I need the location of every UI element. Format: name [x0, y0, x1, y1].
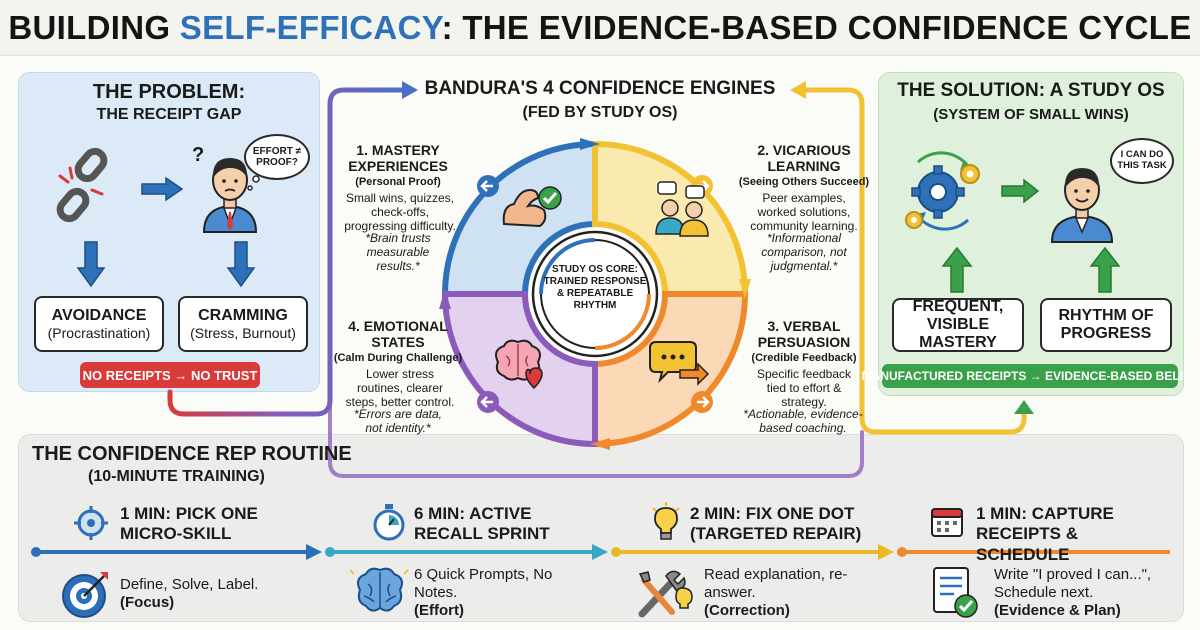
step-4-desc-text: Write "I proved I can...", Schedule next… — [994, 566, 1152, 601]
arrow-right-icon — [141, 176, 184, 202]
step-3-title: 2 MIN: FIX ONE DOT (TARGETED REPAIR) — [690, 504, 862, 544]
mastery-note: *Brain trusts measurable results.* — [365, 231, 431, 273]
confused-student-icon — [202, 158, 258, 233]
mastery-sub: (Personal Proof) — [355, 176, 441, 188]
frequent-mastery-label: FREQUENT, VISIBLE MASTERY — [912, 298, 1004, 351]
step-3-tag: (Correction) — [704, 602, 790, 619]
engines-title: BANDURA'S 4 CONFIDENCE ENGINES — [424, 78, 776, 99]
problem-title: THE PROBLEM: — [92, 81, 246, 103]
cramming-box: CRAMMING (Stress, Burnout) — [178, 296, 308, 352]
core-circle — [531, 230, 659, 358]
loop-bottom-path — [328, 402, 864, 478]
step-4-desc: Write "I proved I can...", Schedule next… — [994, 566, 1174, 620]
avoidance-box: AVOIDANCE (Procrastination) — [34, 296, 164, 352]
thought-bubble-problem: EFFORT ≠ PROOF? — [244, 134, 310, 180]
vicarious-note: *Informational comparison, not judgmenta… — [761, 231, 847, 273]
step-2-tag: (Effort) — [414, 602, 464, 619]
avoidance-detail: (Procrastination) — [47, 325, 151, 341]
stopwatch-icon — [373, 504, 405, 541]
arrow-up-rhythm-icon — [1089, 246, 1121, 293]
solution-subtitle: (SYSTEM OF SMALL WINS) — [933, 106, 1129, 123]
crosshair-icon — [74, 506, 108, 540]
frequent-mastery-box: FREQUENT, VISIBLE MASTERY — [892, 298, 1024, 352]
mastery-desc: Small wins, quizzes, check-offs, progres… — [344, 191, 456, 233]
confident-student-icon — [1050, 168, 1114, 243]
brain-heart-icon — [495, 339, 543, 390]
verbal-title: 3. VERBAL PERSUASION — [757, 318, 851, 351]
step-1-title: 1 MIN: PICK ONE MICRO-SKILL — [120, 504, 258, 544]
checklist-icon — [933, 567, 978, 618]
step-2-desc: 6 Quick Prompts, No Notes.(Effort) — [414, 566, 594, 620]
tools-bulb-icon — [638, 570, 693, 618]
step-3-desc: Read explanation, re-answer.(Correction) — [704, 566, 884, 620]
emotional-title: 4. EMOTIONAL STATES — [348, 318, 448, 351]
routine-title: THE CONFIDENCE REP ROUTINE — [32, 443, 352, 465]
mastery-title: 1. MASTERY EXPERIENCES — [348, 142, 448, 175]
step-2-title: 6 MIN: ACTIVE RECALL SPRINT — [414, 504, 550, 544]
header-bar: BUILDING SELF-EFFICACY: THE EVIDENCE-BAS… — [0, 0, 1200, 56]
no-receipts-badge: NO RECEIPTS → NO TRUST — [80, 362, 260, 388]
step-1-tag: (Focus) — [120, 594, 175, 611]
avoidance-label: AVOIDANCE — [51, 307, 147, 324]
step-1-desc-text: Define, Solve, Label. — [120, 576, 259, 593]
rhythm-progress-box: RHYTHM OF PROGRESS — [1040, 298, 1172, 352]
arrow-down-avoidance-icon — [76, 241, 106, 288]
cramming-label: CRAMMING — [198, 307, 288, 324]
verbal-note: *Actionable, evidence-based coaching. — [743, 407, 863, 435]
broken-chain-icon — [56, 147, 108, 223]
cramming-detail: (Stress, Burnout) — [190, 325, 296, 341]
rhythm-progress-label: RHYTHM OF PROGRESS — [1058, 307, 1154, 342]
loop-lower-path — [167, 87, 411, 417]
loop-green-arrowhead — [1014, 400, 1034, 414]
title-prefix: BUILDING — [8, 8, 180, 46]
speech-bubbles-icon — [649, 341, 710, 386]
step-3-desc-text: Read explanation, re-answer. — [704, 566, 848, 601]
arrow-down-cramming-icon — [226, 241, 256, 288]
title-suffix: : THE EVIDENCE-BASED CONFIDENCE CYCLE — [441, 8, 1192, 46]
arrow-right-green-icon — [1001, 178, 1040, 204]
peers-chat-icon — [655, 181, 709, 237]
vicarious-title: 2. VICARIOUS LEARNING — [757, 142, 851, 175]
step-4-title: 1 MIN: CAPTURE RECEIPTS & SCHEDULE — [976, 504, 1114, 564]
arrow-up-mastery-icon — [941, 246, 973, 293]
thought-bubble-solution: I CAN DO THIS TASK — [1110, 138, 1174, 184]
core-text: STUDY OS CORE: TRAINED RESPONSE & REPEAT… — [543, 264, 647, 311]
loop-yellow-path — [795, 87, 1027, 435]
emotional-sub: (Calm During Challenge) — [333, 352, 463, 364]
calendar-icon — [931, 508, 963, 537]
vicarious-sub: (Seeing Others Succeed) — [738, 176, 870, 188]
step-2-desc-text: 6 Quick Prompts, No Notes. — [414, 566, 553, 601]
title-accent: SELF-EFFICACY — [179, 8, 442, 46]
brain-icon — [349, 567, 409, 612]
step-4-tag: (Evidence & Plan) — [994, 602, 1121, 619]
verbal-desc: Specific feedback tied to effort & strat… — [756, 367, 852, 409]
verbal-sub: (Credible Feedback) — [751, 352, 857, 364]
routine-timeline — [31, 544, 1170, 560]
emotional-desc: Lower stress routines, clearer steps, be… — [345, 367, 455, 409]
loop-yellow-arrowhead — [790, 81, 806, 99]
flexed-arm-check-icon — [502, 186, 562, 228]
solution-title: THE SOLUTION: A STUDY OS — [897, 80, 1165, 101]
page-title: BUILDING SELF-EFFICACY: THE EVIDENCE-BAS… — [8, 9, 1191, 47]
target-icon — [62, 572, 108, 618]
question-mark: ? — [192, 144, 205, 166]
lightbulb-icon — [652, 502, 680, 540]
problem-subtitle: THE RECEIPT GAP — [96, 106, 242, 123]
routine-subtitle: (10-MINUTE TRAINING) — [88, 468, 265, 485]
vicarious-desc: Peer examples, worked solutions, communi… — [750, 191, 858, 233]
gears-icon — [905, 151, 980, 231]
thought-dots-icon — [247, 175, 260, 191]
emotional-note: *Errors are data, not identity.* — [353, 407, 443, 435]
step-1-desc: Define, Solve, Label.(Focus) — [120, 576, 300, 612]
loop-lower-arrowhead — [402, 81, 418, 99]
routine-panel — [18, 434, 1184, 622]
engines-subtitle: (FED BY STUDY OS) — [522, 104, 678, 121]
manufactured-receipts-badge: MANUFACTURED RECEIPTS → EVIDENCE-BASED B… — [862, 364, 1198, 388]
